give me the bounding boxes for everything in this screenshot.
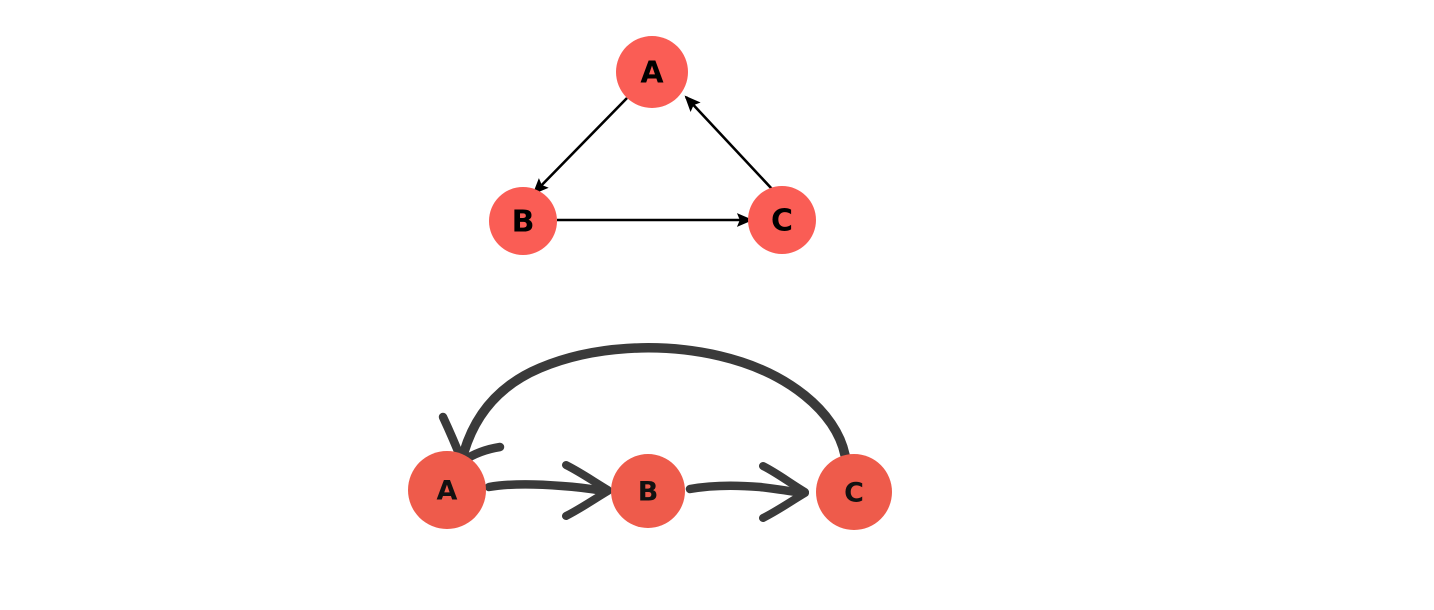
graph-sketch-nodes: A B C <box>408 451 892 530</box>
edge-A-to-B-sketch <box>484 461 612 520</box>
node-A-plain[interactable]: A <box>616 36 688 108</box>
edge-C-to-A-sketch <box>438 343 850 466</box>
node-B-sketch[interactable]: B <box>611 454 685 528</box>
node-A-plain-label: A <box>640 56 664 91</box>
node-A-sketch[interactable]: A <box>408 451 486 529</box>
graph-plain-edges <box>532 95 773 227</box>
node-C-plain[interactable]: C <box>748 186 816 254</box>
edge-C-to-A <box>684 95 773 190</box>
node-B-plain[interactable]: B <box>489 187 557 255</box>
graph-plain-nodes: A B C <box>489 36 816 255</box>
node-C-sketch[interactable]: C <box>816 454 892 530</box>
edge-A-to-B <box>532 97 628 195</box>
node-A-sketch-label: A <box>437 476 458 507</box>
node-B-plain-label: B <box>512 205 535 240</box>
graph-sketch-edges <box>438 343 850 522</box>
node-C-sketch-label: C <box>844 478 864 509</box>
node-B-sketch-label: B <box>638 477 659 508</box>
node-C-plain-label: C <box>771 204 793 239</box>
edge-B-to-C-sketch <box>685 462 809 522</box>
